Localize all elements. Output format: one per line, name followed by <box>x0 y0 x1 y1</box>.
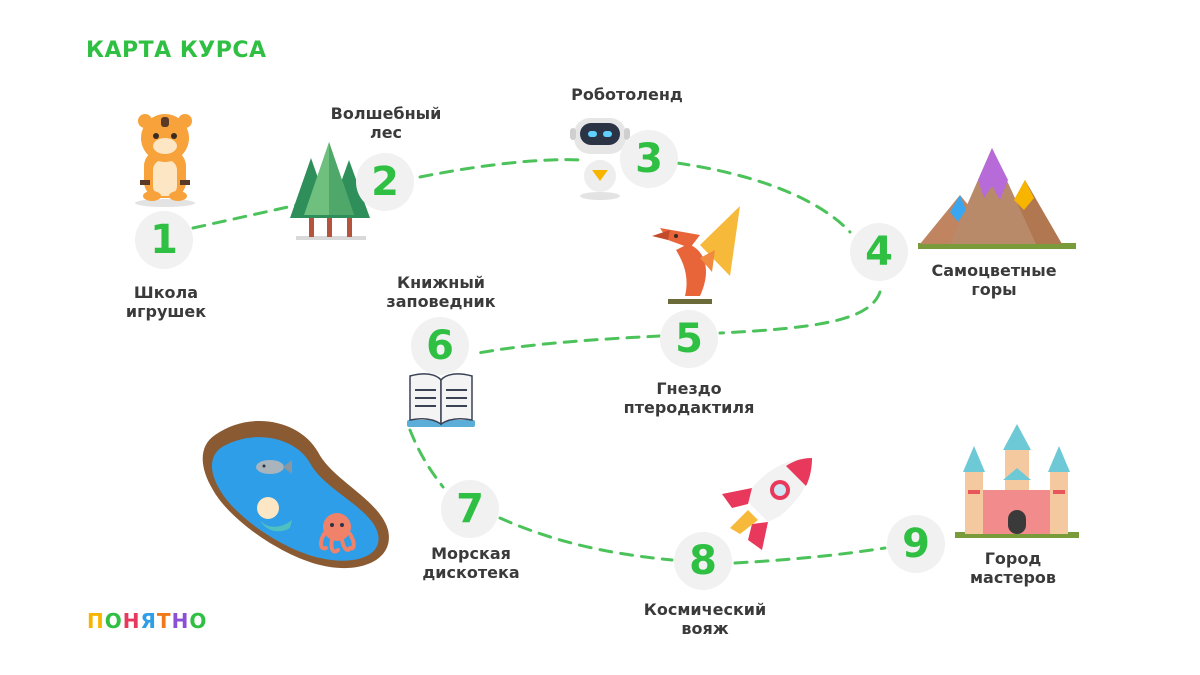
station-label-6: Книжный заповедник <box>386 273 496 311</box>
logo-letter: Н <box>171 609 189 633</box>
logo-letter: Т <box>156 609 171 633</box>
robot-icon <box>570 118 630 200</box>
station-label-5: Гнездо птеродактиля <box>623 379 755 417</box>
logo-letter: Н <box>122 609 140 633</box>
pond-icon <box>202 420 389 569</box>
pterodactyl-icon <box>652 206 740 304</box>
rocket-icon <box>722 458 812 550</box>
station-number-2[interactable]: 2 <box>356 153 414 211</box>
station-label-7: Морская дискотека <box>422 544 520 582</box>
station-number-9[interactable]: 9 <box>887 515 945 573</box>
station-label-1: Школа игрушек <box>125 283 207 321</box>
station-number-7[interactable]: 7 <box>441 480 499 538</box>
station-number-1[interactable]: 1 <box>135 211 193 269</box>
tiger-toy-icon <box>135 114 195 207</box>
logo-letter: Я <box>140 609 156 633</box>
page-title: КАРТА КУРСА <box>86 38 267 63</box>
logo-letter: О <box>189 609 207 633</box>
book-icon <box>407 373 475 427</box>
station-number-8[interactable]: 8 <box>674 532 732 590</box>
castle-icon <box>955 424 1079 538</box>
logo-letter: О <box>104 609 122 633</box>
station-label-8: Космический вояж <box>643 600 767 638</box>
logo-letter: П <box>87 609 104 633</box>
station-label-9: Город мастеров <box>969 549 1057 587</box>
station-number-5[interactable]: 5 <box>660 310 718 368</box>
route-path <box>191 158 887 565</box>
station-number-6[interactable]: 6 <box>411 317 469 375</box>
forest-icon <box>290 142 370 240</box>
station-label-3: Роботоленд <box>571 85 683 104</box>
station-number-4[interactable]: 4 <box>850 223 908 281</box>
station-number-3[interactable]: 3 <box>620 130 678 188</box>
station-label-4: Самоцветные горы <box>931 261 1057 299</box>
mountains-icon <box>918 148 1076 249</box>
brand-logo: П О Н Я Т Н О <box>87 610 206 632</box>
station-label-2: Волшебный лес <box>330 104 442 142</box>
